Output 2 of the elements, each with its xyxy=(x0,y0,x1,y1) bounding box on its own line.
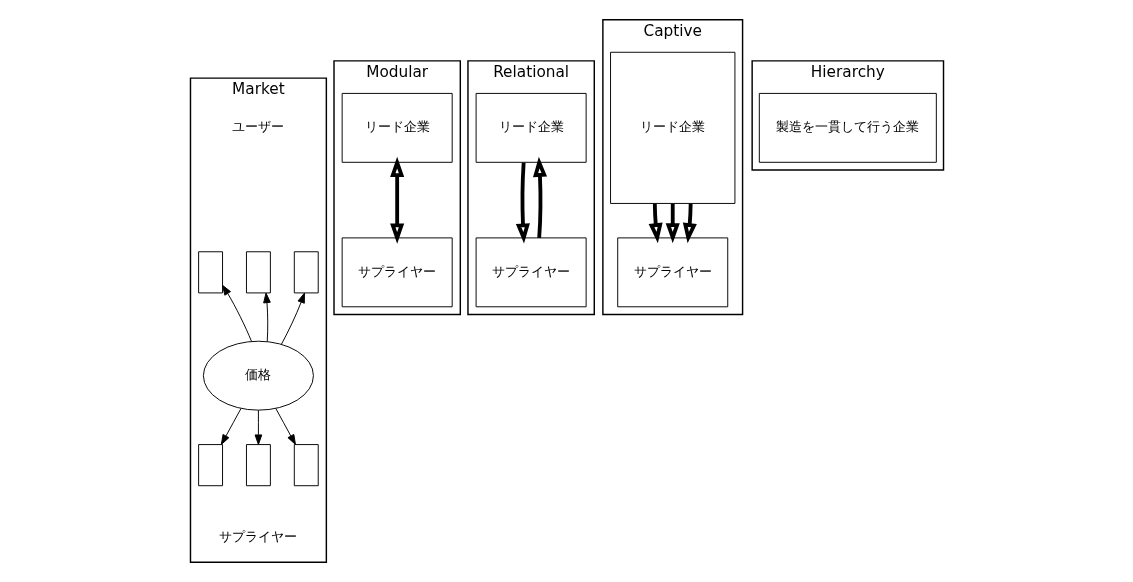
label: ユーザー xyxy=(231,119,284,135)
label: サプライヤー xyxy=(218,528,297,544)
